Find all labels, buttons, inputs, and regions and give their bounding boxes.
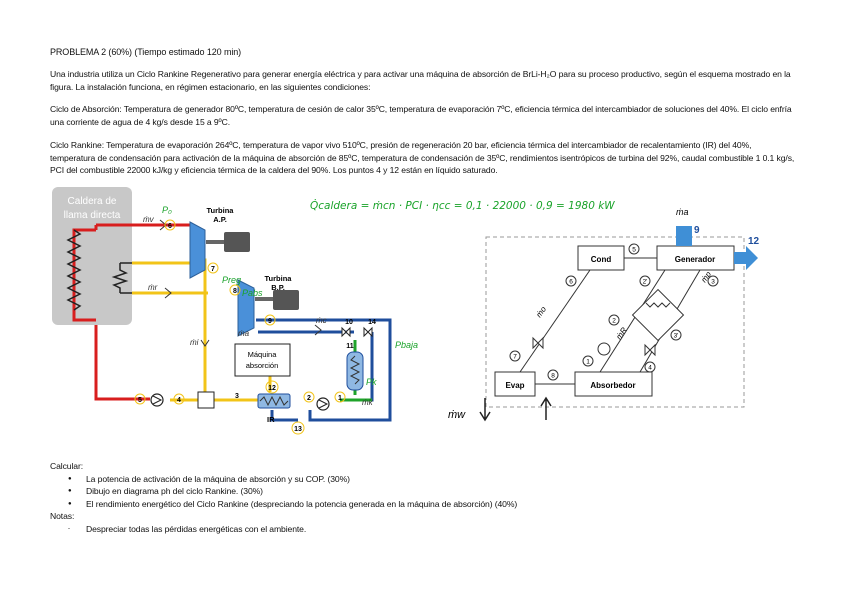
mixer-box bbox=[197, 391, 215, 409]
flow-mi: ṁi bbox=[190, 338, 199, 347]
absorption-paragraph: Ciclo de Absorción: Temperatura de gener… bbox=[50, 103, 798, 128]
point-12-right: 12 bbox=[748, 236, 760, 247]
point-10: 10 bbox=[345, 319, 353, 326]
evap-label: Evap bbox=[505, 381, 524, 390]
generator-ap-icon bbox=[224, 232, 250, 252]
turbine-ap-label: Turbina bbox=[207, 206, 235, 215]
flow-mR: ṁR bbox=[614, 326, 629, 342]
absorption-machine-box bbox=[234, 343, 291, 377]
rankine-text: : Temperatura de evaporación 264ºC, temp… bbox=[50, 140, 795, 175]
point-7: 7 bbox=[211, 266, 215, 273]
notes-heading: Notas: bbox=[50, 511, 75, 521]
boiler-box bbox=[52, 187, 132, 325]
turbine-bp-icon bbox=[237, 279, 255, 337]
point-11: 11 bbox=[346, 343, 354, 350]
boiler-label-1: Caldera de bbox=[68, 196, 117, 207]
calculation-section: Calcular: La potencia de activación de l… bbox=[50, 460, 750, 535]
absorption-label: Ciclo de Absorción bbox=[50, 104, 120, 114]
flow-ma-right: ṁa bbox=[676, 207, 689, 217]
hand-pk: Pk bbox=[366, 377, 377, 387]
turbine-ap-icon bbox=[189, 221, 206, 279]
flow-mk: ṁk bbox=[362, 398, 374, 407]
point-4: 4 bbox=[177, 397, 181, 404]
point-13: 13 bbox=[294, 426, 302, 433]
hand-pabs: Pabs bbox=[242, 288, 263, 298]
calc-heading: Calcular: bbox=[50, 461, 84, 471]
point-5: 5 bbox=[138, 397, 142, 404]
svg-text:2': 2' bbox=[643, 279, 648, 286]
point-12: 12 bbox=[268, 385, 276, 392]
svg-text:7: 7 bbox=[513, 354, 517, 361]
svg-text:A.P.: A.P. bbox=[213, 215, 227, 224]
note-item: Despreciar todas las pérdidas energética… bbox=[68, 523, 750, 536]
calc-item: La potencia de activación de la máquina … bbox=[68, 473, 750, 486]
heat-output-arrow bbox=[734, 246, 758, 270]
svg-text:IR: IR bbox=[267, 415, 275, 424]
point-14: 14 bbox=[368, 319, 376, 326]
svg-text:Máquina: Máquina bbox=[248, 350, 278, 359]
svg-text:2: 2 bbox=[612, 318, 616, 325]
flow-mr: ṁr bbox=[148, 283, 158, 292]
flow-mw: ṁw bbox=[448, 409, 466, 421]
solution-pump bbox=[597, 342, 611, 356]
hand-preg: Preg bbox=[222, 275, 241, 285]
flow-mv: ṁv bbox=[143, 215, 155, 224]
hand-equation: Q̇caldera = ṁcn · PCI · ηcc = 0,1 · 2200… bbox=[310, 199, 615, 212]
hand-p0: P₀ bbox=[162, 205, 172, 215]
problem-title: PROBLEMA 2 (60%) (Tiempo estimado 120 mi… bbox=[50, 47, 242, 57]
intro-paragraph: Una industria utiliza un Ciclo Rankine R… bbox=[50, 69, 791, 92]
absorbedor-label: Absorbedor bbox=[590, 381, 635, 390]
calc-item: El rendimiento energético del Ciclo Rank… bbox=[68, 498, 750, 511]
point-8: 8 bbox=[233, 288, 237, 295]
heat-input-arrow bbox=[676, 226, 692, 246]
generador-label: Generador bbox=[675, 255, 715, 264]
point-9-right: 9 bbox=[694, 225, 700, 236]
cond-box bbox=[577, 245, 625, 271]
calc-item: Dibujo en diagrama ph del ciclo Rankine.… bbox=[68, 485, 750, 498]
svg-text:3': 3' bbox=[674, 333, 679, 340]
flow-ma-left: ṁa bbox=[238, 329, 250, 338]
point-9: 9 bbox=[268, 318, 272, 325]
svg-text:4: 4 bbox=[648, 365, 652, 372]
point-1: 1 bbox=[338, 395, 342, 402]
svg-text:absorción: absorción bbox=[246, 361, 279, 370]
flow-mo: ṁo bbox=[534, 304, 548, 319]
generator-bp-icon bbox=[273, 290, 299, 310]
notes-list: Despreciar todas las pérdidas energética… bbox=[50, 523, 750, 536]
rankine-label: Ciclo Rankine bbox=[50, 140, 102, 150]
absorption-text: : Temperatura de generador 80ºC, tempera… bbox=[50, 104, 792, 127]
svg-text:5: 5 bbox=[632, 247, 636, 254]
hand-pbaja: Pbaja bbox=[395, 340, 418, 350]
rankine-paragraph: Ciclo Rankine: Temperatura de evaporació… bbox=[50, 139, 798, 177]
solution-hx bbox=[631, 288, 685, 342]
condenser-icon bbox=[346, 351, 364, 391]
cond-label: Cond bbox=[591, 255, 612, 264]
svg-text:6: 6 bbox=[569, 279, 573, 286]
absorption-boundary bbox=[485, 236, 745, 408]
absorbedor-box bbox=[574, 371, 653, 397]
svg-text:1: 1 bbox=[586, 359, 590, 366]
point-2: 2 bbox=[307, 395, 311, 402]
svg-text:8: 8 bbox=[551, 373, 555, 380]
point-6: 6 bbox=[168, 223, 172, 230]
flow-mc: ṁc bbox=[316, 316, 327, 325]
boiler-label-2: llama directa bbox=[64, 210, 121, 221]
svg-text:3: 3 bbox=[711, 279, 715, 286]
point-3: 3 bbox=[235, 393, 239, 400]
turbine-bp-label: Turbina bbox=[265, 274, 293, 283]
svg-text:B.P.: B.P. bbox=[271, 283, 285, 292]
calc-list: La potencia de activación de la máquina … bbox=[50, 473, 750, 511]
